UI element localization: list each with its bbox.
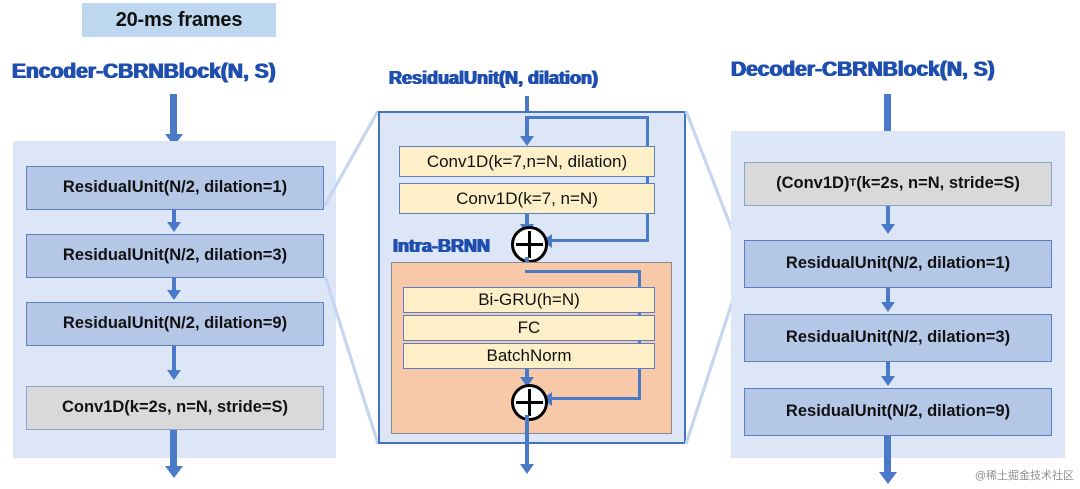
encoder-arrow-1-head: [167, 222, 181, 232]
inner-skip-top-segment: [525, 270, 641, 273]
residualunit-node-conv1d[interactable]: Conv1D(k=7, n=N): [399, 183, 655, 214]
outer-skip-right-segment: [646, 116, 649, 240]
outer-skip-top-segment: [525, 116, 649, 119]
brnn-to-add-line: [525, 369, 529, 379]
encoder-title: Encoder-CBRNBlock(N, S): [12, 60, 276, 83]
encoder-node-residualunit-d1[interactable]: ResidualUnit(N/2, dilation=1): [26, 166, 324, 210]
outer-skip-bottom-segment: [551, 239, 649, 242]
decoder-arrow-1-line: [886, 206, 890, 226]
encoder-node-conv1d[interactable]: Conv1D(k=2s, n=N, stride=S): [26, 386, 324, 430]
decoder-convtranspose-prefix: (Conv1D): [776, 174, 850, 193]
encoder-node-residualunit-d9[interactable]: ResidualUnit(N/2, dilation=9): [26, 302, 324, 346]
decoder-arrow-3-line: [886, 362, 890, 378]
encoder-arrow-1-line: [172, 210, 176, 224]
inner-skip-bottom-segment: [551, 397, 641, 400]
encoder-output-arrow-line: [170, 430, 177, 468]
residualunit-input-arrow-line: [525, 116, 529, 138]
decoder-title: Decoder-CBRNBlock(N, S): [731, 58, 995, 81]
decoder-node-residualunit-d9[interactable]: ResidualUnit(N/2, dilation=9): [744, 388, 1052, 436]
residualunit-input-line: [525, 96, 529, 116]
decoder-output-arrowhead: [878, 472, 897, 484]
brnn-node-bigru[interactable]: Bi-GRU(h=N): [403, 287, 655, 313]
decoder-arrow-3-head: [881, 376, 895, 386]
decoder-node-convtranspose[interactable]: (Conv1D)T (k=2s, n=N, stride=S): [744, 162, 1052, 206]
decoder-arrow-1-head: [881, 224, 895, 234]
brnn-node-batchnorm[interactable]: BatchNorm: [403, 343, 655, 369]
decoder-arrow-2-line: [886, 288, 890, 304]
decoder-output-arrow-line: [884, 436, 891, 474]
intra-brnn-title: Intra-BRNN: [393, 236, 490, 256]
encoder-arrow-2-head: [167, 290, 181, 300]
brnn-node-fc[interactable]: FC: [403, 315, 655, 341]
encoder-input-arrow-line: [170, 94, 177, 136]
watermark: @稀土掘金技术社区: [974, 470, 1074, 482]
brnn-to-add-head: [520, 377, 534, 387]
decoder-convtranspose-superscript: T: [849, 177, 857, 190]
residualunit-conv-to-add-line: [525, 214, 529, 226]
residualunit-output-line: [525, 415, 529, 466]
decoder-arrow-2-head: [881, 302, 895, 312]
encoder-arrow-3-head: [167, 370, 181, 380]
encoder-arrow-3-line: [172, 346, 176, 372]
decoder-convtranspose-suffix: (k=2s, n=N, stride=S): [856, 174, 1020, 193]
residualunit-title: ResidualUnit(N, dilation): [389, 68, 598, 88]
residualunit-node-conv1d-dilated[interactable]: Conv1D(k=7,n=N, dilation): [399, 146, 655, 177]
encoder-arrow-2-line: [172, 278, 176, 292]
encoder-node-residualunit-d3[interactable]: ResidualUnit(N/2, dilation=3): [26, 234, 324, 278]
frames-chip: 20-ms frames: [82, 3, 276, 37]
decoder-node-residualunit-d1[interactable]: ResidualUnit(N/2, dilation=1): [744, 240, 1052, 288]
add-operator-inner: [511, 384, 548, 421]
decoder-node-residualunit-d3[interactable]: ResidualUnit(N/2, dilation=3): [744, 314, 1052, 362]
residualunit-input-arrowhead: [520, 136, 534, 146]
add-operator-outer: [511, 226, 548, 263]
encoder-output-arrowhead: [164, 466, 183, 478]
decoder-input-arrow-line: [884, 94, 891, 136]
residualunit-output-head: [520, 464, 534, 474]
